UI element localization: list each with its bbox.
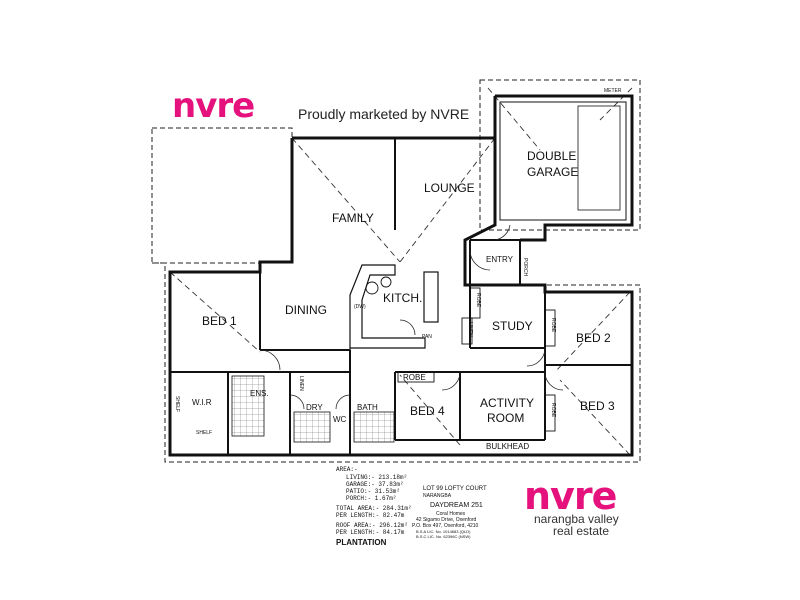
robe-bed4 [397,371,435,383]
area-garage: GARAGE:- 37.83m² [346,481,404,488]
title-lic-2: B.S.C LIC. No. 62396C (NSW) [416,534,471,539]
tagline-line-2: real estate [553,524,610,538]
area-per-length-2: PER LENGTH:- 84.17m [336,529,405,536]
room-label-entry: ENTRY [486,255,514,264]
room-label-study: STUDY [492,319,533,333]
kitchen-cooktop [380,276,392,288]
room-label-ens: ENS. [250,389,269,398]
room-label-meter: METER [604,88,622,94]
title-design: DAYDREAM 251 [430,502,483,509]
room-label-dining: DINING [285,303,327,317]
ensuite-tiles [231,375,265,437]
room-label-robe-bed4: ROBE [403,373,426,382]
room-label-shelf-1: SHELF [174,396,180,412]
room-label-bath: BATH [357,403,378,412]
exterior-walls [168,94,634,457]
room-label-wc: WC [333,415,347,424]
room-label-dw: (DW) [354,304,366,310]
kitchen-island [423,271,439,323]
door-swings [259,224,564,410]
title-lic-1: B.S.A LIC. No. 1014683 (QLD) [416,529,471,534]
marketed-by-text: Proudly marketed by NVRE [298,106,470,122]
area-living: LIVING:- 213.18m² [346,474,408,481]
room-label-linen-hall: LINEN [298,376,304,391]
room-label-robe-bed2: ROBE [550,318,556,333]
area-patio: PATIO:- 31.53m² [346,488,401,495]
room-label-bed3: BED 3 [580,399,615,413]
robe-study [469,287,481,319]
room-label-linen-study: LINEN [467,322,473,337]
room-label-wir: W.I.R [192,398,212,407]
area-total: TOTAL AREA:- 284.31m² [336,505,412,512]
area-porch: PORCH:- 1.67m² [346,495,397,502]
linen-study [461,317,473,345]
area-heading: AREA:- [336,466,358,473]
room-label-bulkhead: BULKHEAD [486,442,529,451]
roof-hip-lines [169,87,633,456]
kitchen-sink [365,281,379,295]
tagline-line-1: narangba valley [534,512,619,526]
title-po-box: P.O. Box 497, Oxenford, 4210 [412,523,479,529]
area-roof: ROOF AREA:- 296.12m² [336,522,409,529]
area-per-length-1: PER LENGTH:- 82.47m [336,512,405,519]
room-label-bed2: BED 2 [576,331,611,345]
title-builder: Coral Homes [436,511,466,517]
room-label-bed4: BED 4 [410,404,445,418]
room-label-family: FAMILY [332,211,374,225]
room-label-pan: PAN [422,334,432,340]
room-label-porch: PORCH [522,258,528,276]
dry-tiles [293,411,331,443]
room-label-bed1: BED 1 [202,314,237,328]
nvre-logo-top: nvre [172,86,255,126]
room-label-shelf-2: SHELF [196,430,212,436]
room-label-kitch: KITCH. [383,291,422,305]
garage-slab [499,101,627,221]
nvre-logo-bottom: nvre [524,474,617,518]
title-suburb: NARANGBA [423,493,452,499]
room-label-double: DOUBLE [527,149,576,163]
garage-door-recess [577,105,621,211]
room-label-dry: DRY [306,403,323,412]
room-label-lounge: LOUNGE [424,181,475,195]
robe-bed2 [544,309,556,347]
title-lot: LOT 99 LOFTY COURT [423,486,487,492]
robe-bed3 [544,394,556,432]
plantation-heading: PLANTATION [336,538,387,547]
room-label-activity: ACTIVITY [480,396,534,410]
roof-outline [151,79,641,463]
title-address: 42 Sigamo Drive, Oxenford [416,517,477,523]
room-label-garage: GARAGE [527,165,578,179]
room-label-robe-study: ROBE [475,293,481,308]
room-label-robe-bed3: ROBE [550,403,556,418]
bath-tiles [353,411,395,443]
room-label-activity-room: ROOM [487,411,524,425]
